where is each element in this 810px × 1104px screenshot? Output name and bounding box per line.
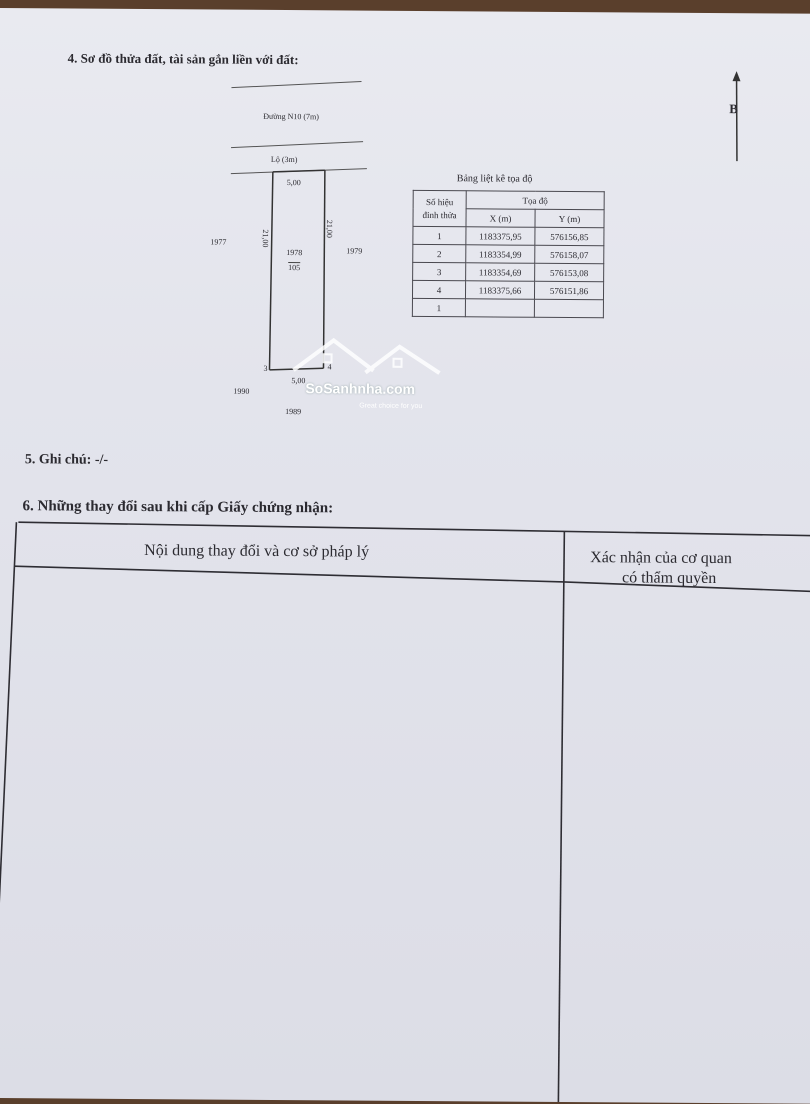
- changes-col-confirm-header-line2: có thẩm quyền: [621, 569, 717, 588]
- document-page: 4. Sơ đồ thửa đất, tài sản gắn liền với …: [0, 8, 810, 1104]
- changes-table-grid: [0, 521, 810, 1102]
- changes-col-content-header: Nội dung thay đổi và cơ sở pháp lý: [144, 542, 370, 561]
- parcel-sketch: [230, 71, 741, 375]
- changes-col-confirm-header-line1: Xác nhận của cơ quan: [590, 549, 732, 568]
- watermark-logo: [292, 337, 441, 375]
